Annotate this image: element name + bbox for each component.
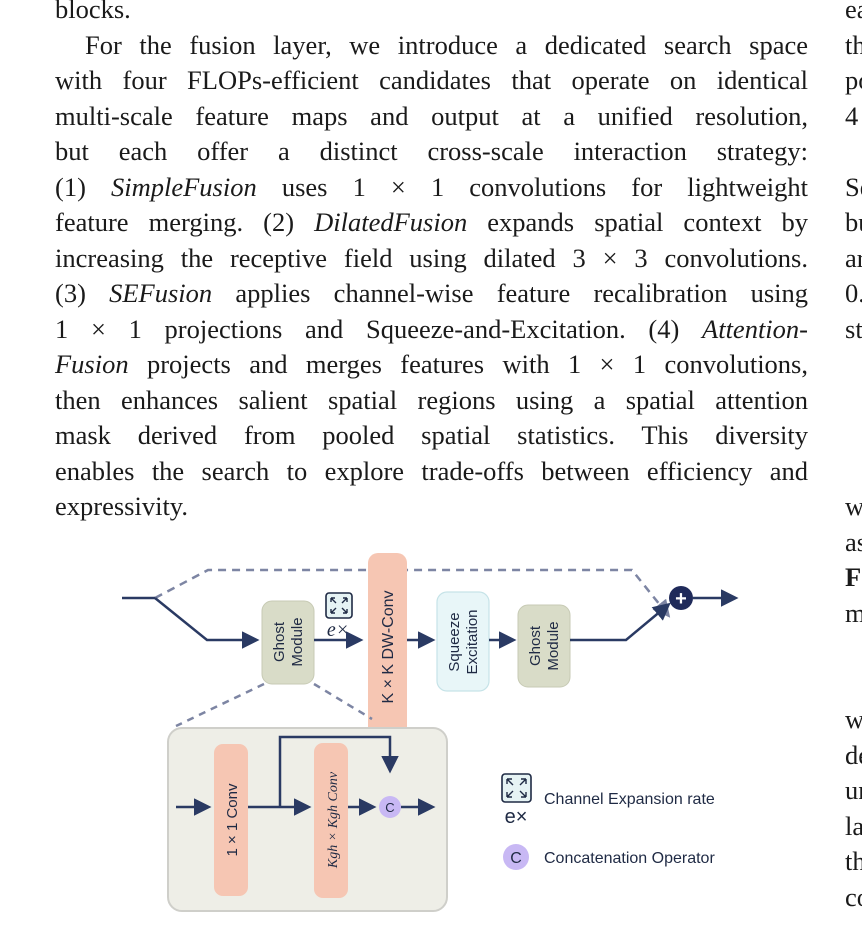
ghost-module-1-label: GhostModule (271, 617, 306, 666)
expansion-icon (325, 592, 353, 619)
ghost-module-2-label: GhostModule (527, 621, 562, 670)
fragment: un (845, 775, 862, 805)
concat-operator (379, 796, 401, 818)
zoom-line-right (313, 682, 373, 721)
text-line-12: mask derived from pooled spatial statist… (55, 420, 808, 450)
conv-kgh-label: Kgh × Kgh Conv (326, 771, 341, 869)
squeeze-excitation-label: SqueezeExcitation (446, 609, 481, 674)
add-operator-symbol: + (675, 588, 687, 610)
text-line-11: then enhances salient spatial regions us… (55, 384, 808, 415)
fragment: la (845, 810, 862, 841)
squeeze-excitation-block (436, 591, 490, 692)
ghost-module-1 (261, 600, 315, 685)
conv1x1-label: 1 × 1 Conv (224, 783, 241, 856)
text-line-2: with four FLOPs-efficient candidates tha… (55, 65, 808, 95)
fragment: w (845, 704, 862, 734)
fragment: co (845, 881, 862, 912)
legend-concat-icon (503, 844, 529, 870)
fragment: F (845, 562, 862, 592)
right-column-fragments: ea th po 4 Se bu ar 0. st w as F m w de … (845, 0, 862, 915)
paper-text-column: blocks. For the fusion layer, we introdu… (55, 0, 808, 525)
skip-to-concat (278, 735, 399, 807)
dwconv-block (368, 553, 407, 740)
fragment: th (845, 846, 862, 876)
text-line-9: 1 × 1 projections and Squeeze-and-Excita… (55, 313, 808, 344)
fragment: as (845, 526, 862, 557)
text-line-6: feature merging. (2) DilatedFusion expan… (55, 207, 808, 237)
legend-expansion-symbol: e× (505, 806, 528, 828)
ghost-module-2 (517, 604, 571, 688)
text-line-8: (3) SEFusion applies channel-wise featur… (55, 278, 808, 308)
legend-expansion-text: Channel Expansion rate (544, 791, 715, 808)
add-operator (669, 586, 693, 610)
text-line-10: Fusion projects and merges features with… (55, 349, 808, 379)
ghost-detail-box (167, 727, 448, 912)
fragment: w (845, 491, 862, 521)
conv-kgh-block (314, 743, 348, 898)
dwconv-label: K × K DW-Conv (380, 590, 397, 703)
text-line-5: (1) SimpleFusion uses 1 × 1 convolutions… (55, 171, 808, 202)
text-line-3: multi-scale feature maps and output at a… (55, 100, 808, 131)
legend-expansion-icon (501, 773, 532, 803)
fragment: de (845, 739, 862, 770)
fragment: 0. (845, 278, 862, 308)
text-line-13: enables the search to explore trade-offs… (55, 455, 808, 486)
fragment: st (845, 313, 862, 344)
fragment: po (845, 65, 862, 95)
legend: e× Channel Expansion rate C Concatenatio… (501, 773, 715, 870)
text-fragment-top: blocks. (55, 0, 131, 24)
legend-concat-text: Concatenation Operator (544, 850, 715, 867)
text-line-4: but each offer a distinct cross-scale in… (55, 136, 808, 166)
text-line-14: expressivity. (55, 491, 188, 521)
conv1x1-block (214, 744, 248, 896)
fragment: th (845, 29, 862, 60)
output-path (570, 602, 671, 642)
fragment: bu (845, 207, 862, 237)
fragment: ar (845, 242, 862, 273)
fragment: 4 (845, 100, 859, 131)
fragment: ea (845, 0, 862, 24)
zoom-line-left (175, 682, 265, 728)
fragment: m (845, 597, 862, 628)
legend-concat-symbol: C (510, 850, 522, 867)
text-line-1: For the fusion layer, we introduce a ded… (85, 29, 808, 60)
text-line-7: increasing the receptive field using dil… (55, 242, 808, 273)
skip-connection-dashed (154, 568, 671, 618)
fragment: Se (845, 171, 862, 202)
expansion-label: e× (327, 619, 349, 641)
concat-operator-symbol: C (385, 800, 394, 815)
input-diagonal (154, 597, 260, 649)
